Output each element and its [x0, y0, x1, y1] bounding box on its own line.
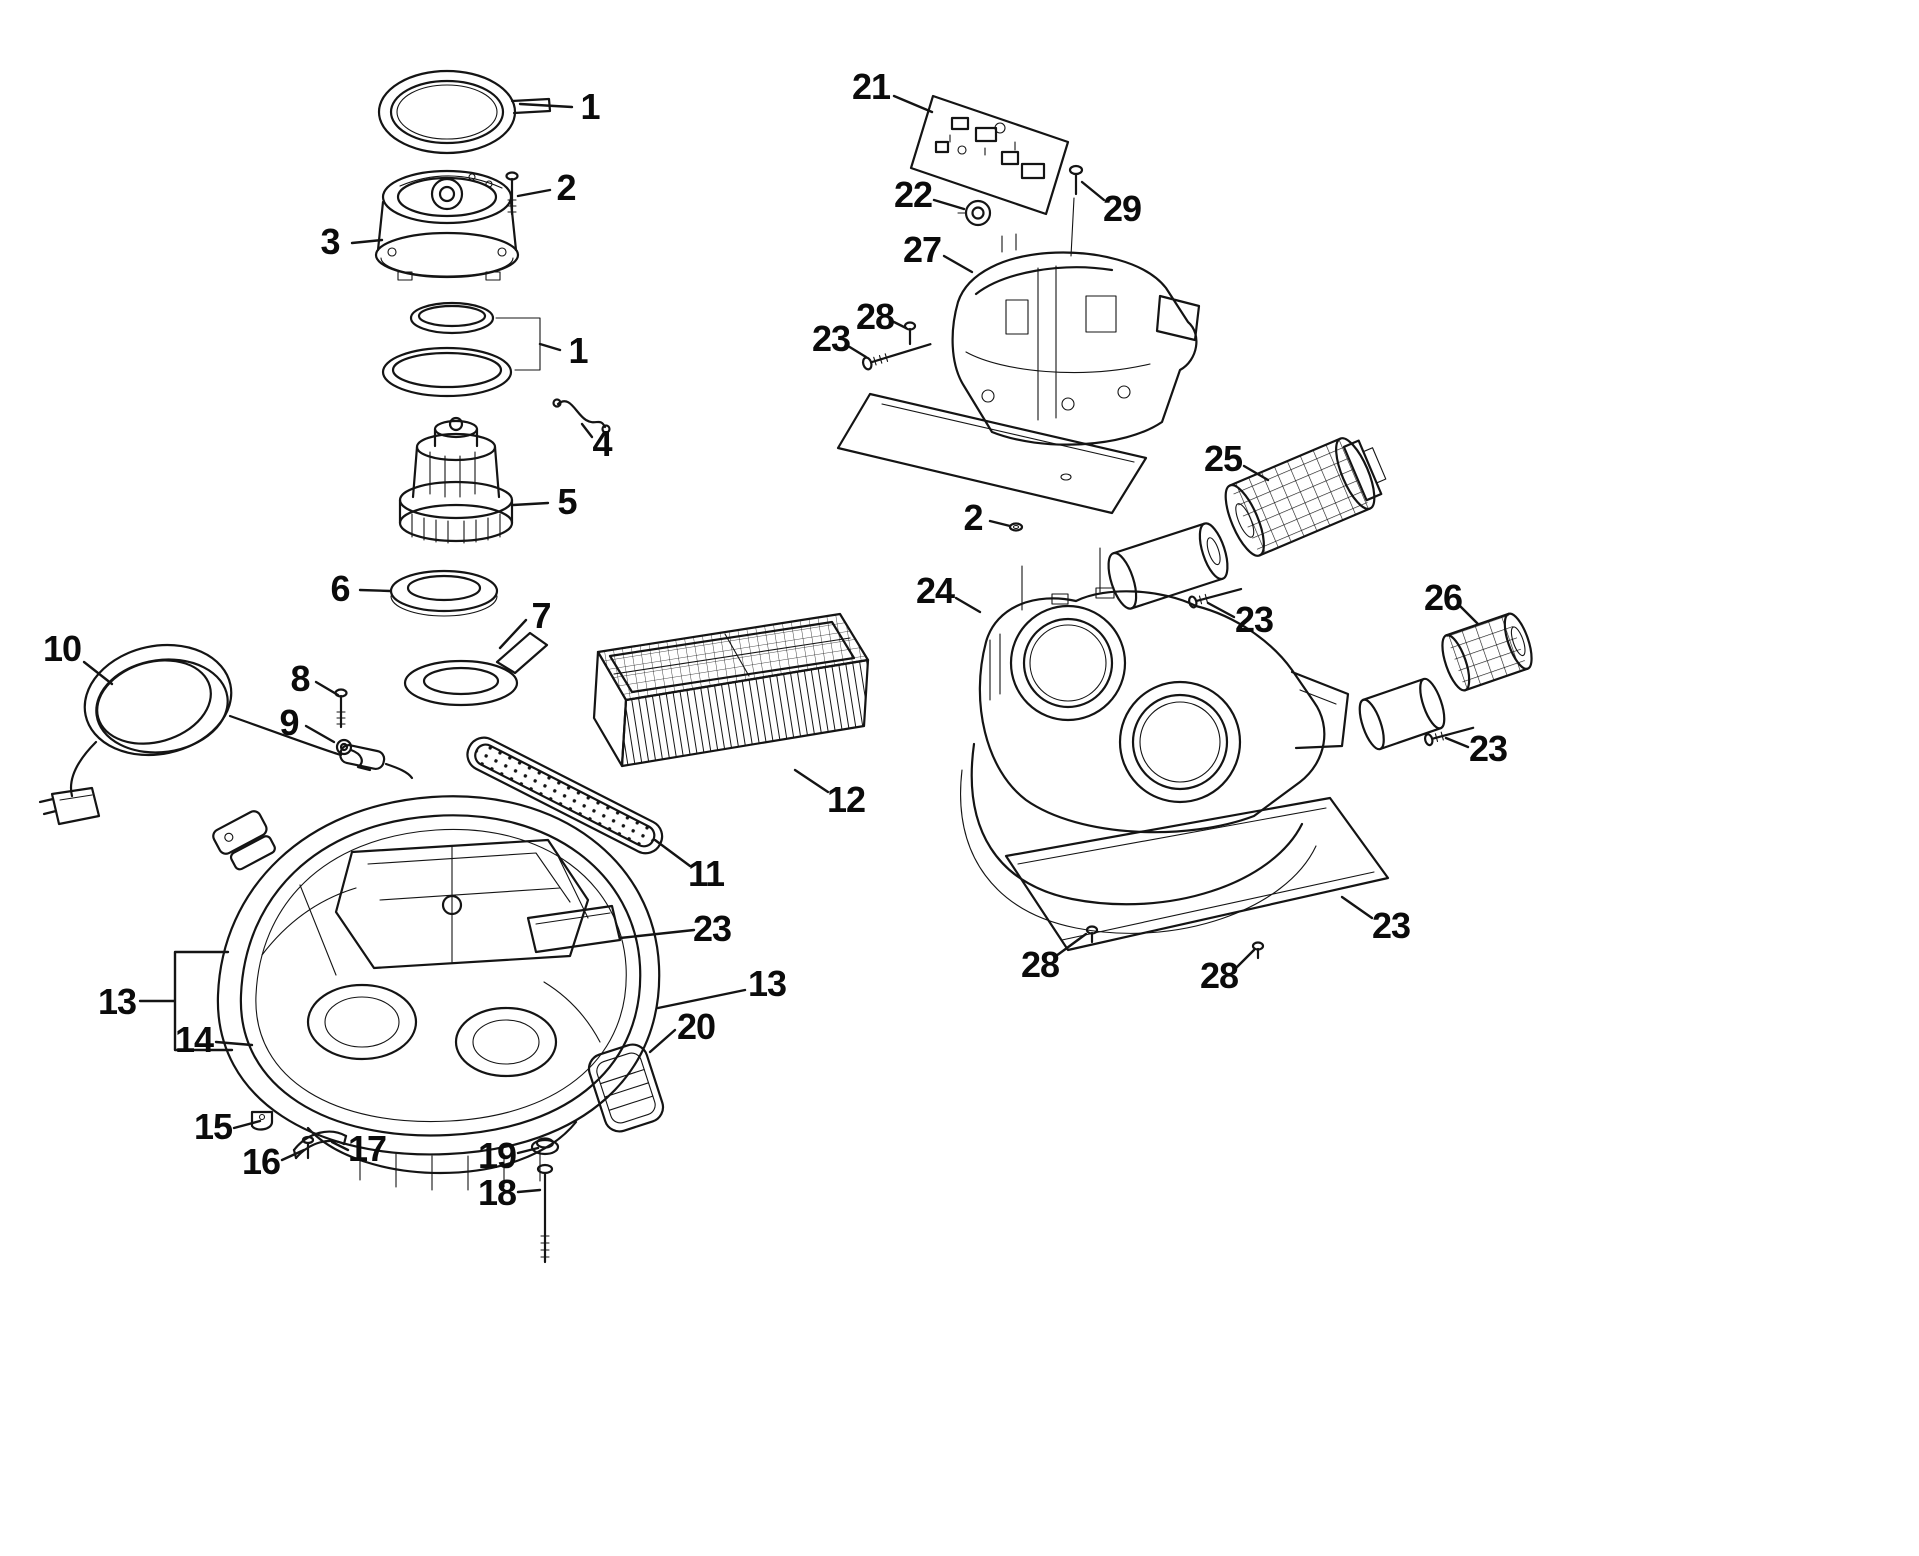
callout-23b: 23 — [811, 318, 851, 359]
part-tank-body — [212, 795, 661, 1191]
callout-28c: 28 — [1199, 955, 1239, 996]
part-screw-23-right — [1423, 726, 1475, 747]
part-seal-7 — [403, 631, 549, 707]
part-capacitor-22 — [957, 199, 992, 227]
callout-4: 4 — [592, 423, 612, 464]
part-muffler-cylinder — [1107, 522, 1229, 610]
callout-20: 20 — [676, 1006, 716, 1047]
part-screw-18 — [536, 1163, 554, 1264]
callout-28b: 28 — [1020, 944, 1060, 985]
part-washer-2-right — [1008, 522, 1024, 532]
callout-1b: 1 — [568, 330, 588, 371]
callout-10: 10 — [42, 628, 82, 669]
callout-25: 25 — [1203, 438, 1243, 479]
callout-9: 9 — [279, 702, 299, 743]
callout-18: 18 — [477, 1172, 517, 1213]
callout-16: 16 — [241, 1141, 281, 1182]
part-latch-20 — [587, 1043, 665, 1133]
part-clip-9 — [335, 738, 372, 772]
part-bottom-plate-23 — [1004, 796, 1390, 952]
part-insert-23 — [526, 904, 622, 954]
callout-22: 22 — [893, 174, 933, 215]
part-motor-cage-25 — [1224, 437, 1387, 557]
part-motor-5 — [398, 416, 514, 544]
callout-13b: 13 — [747, 963, 787, 1004]
callout-28a: 28 — [855, 296, 895, 337]
part-screw-23-left — [861, 343, 932, 371]
part-housing-24 — [960, 547, 1350, 934]
callout-27: 27 — [902, 229, 942, 270]
part-housing-27 — [951, 233, 1201, 446]
part-screw-28-bottom-left — [1085, 925, 1099, 944]
callout-14: 14 — [174, 1019, 214, 1060]
callout-6: 6 — [330, 568, 350, 609]
part-sealing-rings — [381, 301, 541, 398]
callout-21: 21 — [851, 66, 891, 107]
part-grille-11 — [466, 736, 664, 855]
callout-26: 26 — [1423, 577, 1463, 618]
callout-23d: 23 — [1468, 728, 1508, 769]
callout-23a: 23 — [692, 908, 732, 949]
callout-5: 5 — [557, 481, 577, 522]
part-tray-plate — [836, 392, 1148, 515]
part-wire-4 — [552, 398, 611, 434]
part-screw-28-top — [903, 321, 917, 346]
part-clip-15 — [250, 1110, 274, 1131]
part-motor-cover — [374, 169, 520, 281]
part-cap-19 — [530, 1137, 560, 1156]
part-screw-8 — [334, 688, 348, 729]
callout-29: 29 — [1102, 188, 1142, 229]
callout-8: 8 — [290, 658, 310, 699]
part-screw-29 — [1068, 164, 1084, 257]
part-cage-26 — [1441, 612, 1533, 692]
callout-2a: 2 — [556, 167, 576, 208]
callout-13a: 13 — [97, 981, 137, 1022]
callout-7: 7 — [531, 595, 551, 636]
cord-strain-relief — [339, 744, 386, 771]
part-gasket-6 — [389, 569, 499, 617]
part-screw-28-bottom-right — [1251, 941, 1265, 960]
leader-lines — [82, 94, 1480, 1194]
part-screw-23-mid — [1188, 587, 1243, 609]
callout-23c: 23 — [1234, 599, 1274, 640]
callout-17: 17 — [347, 1128, 387, 1169]
callout-11: 11 — [687, 853, 725, 894]
callout-3: 3 — [320, 221, 340, 262]
tank-left-latch — [212, 810, 276, 871]
part-filter-12 — [592, 612, 870, 768]
part-pcb-21 — [909, 94, 1070, 216]
callout-1a: 1 — [580, 86, 600, 127]
callout-12: 12 — [826, 779, 866, 820]
callout-15: 15 — [193, 1106, 233, 1147]
callout-24: 24 — [915, 570, 955, 611]
callout-23e: 23 — [1371, 905, 1411, 946]
callout-19: 19 — [477, 1135, 517, 1176]
part-foam-sleeve — [1358, 677, 1446, 751]
part-power-cord-10 — [38, 643, 414, 826]
callout-2b: 2 — [963, 497, 983, 538]
part-lid-ring — [377, 69, 552, 155]
